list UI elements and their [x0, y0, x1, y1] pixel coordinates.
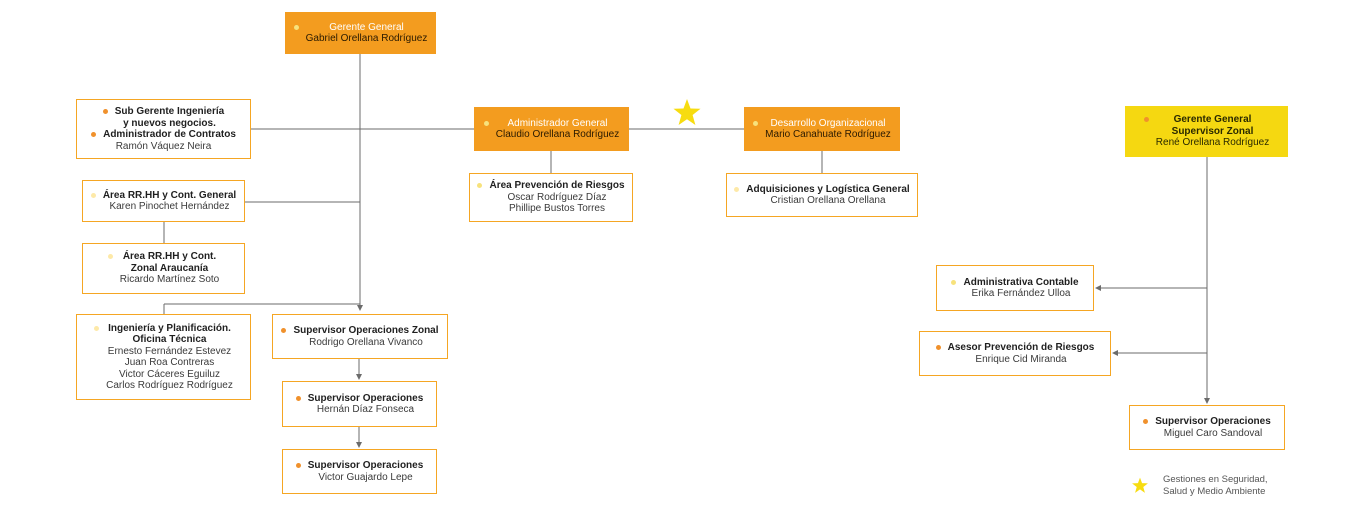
box-name: Ernesto Fernández Estevez [107, 345, 232, 357]
box-title: Administrador General [507, 117, 608, 129]
legend-text: Salud y Medio Ambiente [1163, 485, 1266, 497]
administrador-general-box: Administrador General Claudio Orellana R… [474, 107, 629, 151]
box-title: Sub Gerente Ingeniería [114, 106, 225, 117]
box-name: Oscar Rodríguez Díaz [507, 191, 607, 203]
adquisiciones-box: Adquisiciones y Logística General Cristi… [726, 173, 918, 217]
star-icon [673, 99, 701, 125]
box-name: Claudio Orellana Rodríguez [495, 129, 620, 140]
bullet-icon [107, 254, 113, 260]
box-name: Victor Guajardo Lepe [318, 471, 413, 483]
bullet-icon [951, 279, 957, 285]
bullet-icon [91, 132, 97, 137]
bullet-icon [483, 120, 489, 126]
box-title: Área Prevención de Riesgos [489, 180, 625, 192]
box-title: Gerente General [1173, 114, 1252, 126]
box-name: Gabriel Orellana Rodríguez [305, 33, 428, 44]
box-title: Área RR.HH y Cont. General [102, 189, 237, 201]
box-title: Adquisiciones y Logística General [746, 183, 910, 195]
bullet-icon [477, 183, 483, 189]
box-name: Juan Roa Contreras [124, 357, 215, 368]
box-title: Supervisor Operaciones [307, 392, 424, 404]
supervisor-operaciones-box: Supervisor Operaciones Hernán Díaz Fonse… [282, 381, 437, 427]
box-name: Rodrigo Orellana Vivanco [309, 336, 423, 348]
box-name: Miguel Caro Sandoval [1163, 427, 1263, 439]
supervisor-operaciones-box: Supervisor Operaciones Miguel Caro Sando… [1129, 405, 1285, 450]
legend: Gestiones en Seguridad, Salud y Medio Am… [1131, 474, 1268, 497]
supervisor-operaciones-box: Supervisor Operaciones Victor Guajardo L… [282, 449, 437, 494]
bullet-icon [295, 395, 301, 401]
bullet-icon [94, 325, 100, 331]
asesor-prevencion-box: Asesor Prevención de Riesgos Enrique Cid… [919, 331, 1111, 376]
bullet-icon [734, 186, 740, 192]
box-title: Supervisor Operaciones [1155, 416, 1271, 427]
bullet-icon [90, 192, 96, 198]
box-title: Desarrollo Organizacional [770, 117, 886, 129]
box-name: René Orellana Rodríguez [1155, 137, 1270, 149]
bullet-icon [293, 24, 299, 30]
administrativa-contable-box: Administrativa Contable Erika Fernández … [936, 265, 1094, 311]
box-name: Mario Canahuate Rodríguez [765, 129, 891, 140]
box-title: Gerente General [329, 21, 404, 33]
rrhh-general-box: Área RR.HH y Cont. General Karen Pinoche… [82, 180, 245, 222]
bullet-icon [102, 109, 108, 114]
gerente-general-box: Gerente General Gabriel Orellana Rodrígu… [285, 12, 436, 54]
box-name: Carlos Rodríguez Rodríguez [106, 380, 233, 391]
prevencion-riesgos-box: Área Prevención de Riesgos Oscar Rodrígu… [469, 173, 633, 222]
bullet-icon [1143, 419, 1149, 424]
box-name: Ricardo Martínez Soto [119, 274, 220, 286]
box-title: Área RR.HH y Cont. [122, 251, 217, 263]
box-name: Ramón Váquez Neira [115, 140, 212, 152]
box-title: Asesor Prevención de Riesgos [947, 342, 1095, 353]
bullet-icon [281, 328, 287, 333]
gerente-zonal-box: Gerente General Supervisor Zonal René Or… [1125, 106, 1288, 157]
box-title: Administrador de Contratos [103, 129, 236, 140]
box-title: Zonal Araucanía [130, 262, 209, 274]
box-title: y nuevos negocios. [123, 117, 216, 129]
box-name: Victor Cáceres Eguiluz [119, 368, 220, 380]
bullet-icon [295, 463, 301, 468]
box-name: Erika Fernández Ulloa [971, 288, 1071, 299]
box-title: Ingeniería y Planificación. [108, 322, 231, 334]
box-name: Karen Pinochet Hernández [109, 201, 230, 212]
star-icon [1132, 477, 1148, 493]
bullet-icon [753, 120, 759, 126]
box-title: Supervisor Operaciones [307, 460, 424, 471]
box-name: Phillipe Bustos Torres [509, 203, 605, 215]
box-name: Hernán Díaz Fonseca [316, 404, 415, 415]
box-title: Administrativa Contable [963, 276, 1079, 288]
ingenieria-box: Ingeniería y Planificación. Oficina Técn… [76, 314, 251, 400]
desarrollo-organizacional-box: Desarrollo Organizacional Mario Canahuat… [744, 107, 900, 151]
bullet-icon [1143, 117, 1149, 123]
box-title: Supervisor Operaciones Zonal [293, 325, 439, 336]
box-title: Oficina Técnica [132, 334, 207, 345]
legend-text: Gestiones en Seguridad, [1163, 474, 1268, 485]
supervisor-zonal-box: Supervisor Operaciones Zonal Rodrigo Ore… [272, 314, 448, 359]
box-title: Supervisor Zonal [1171, 125, 1254, 137]
bullet-icon [935, 345, 941, 350]
box-name: Cristian Orellana Orellana [770, 195, 886, 206]
rrhh-zonal-box: Área RR.HH y Cont. Zonal Araucanía Ricar… [82, 243, 245, 294]
box-name: Enrique Cid Miranda [975, 353, 1067, 365]
sub-gerente-box: Sub Gerente Ingeniería y nuevos negocios… [76, 99, 251, 159]
